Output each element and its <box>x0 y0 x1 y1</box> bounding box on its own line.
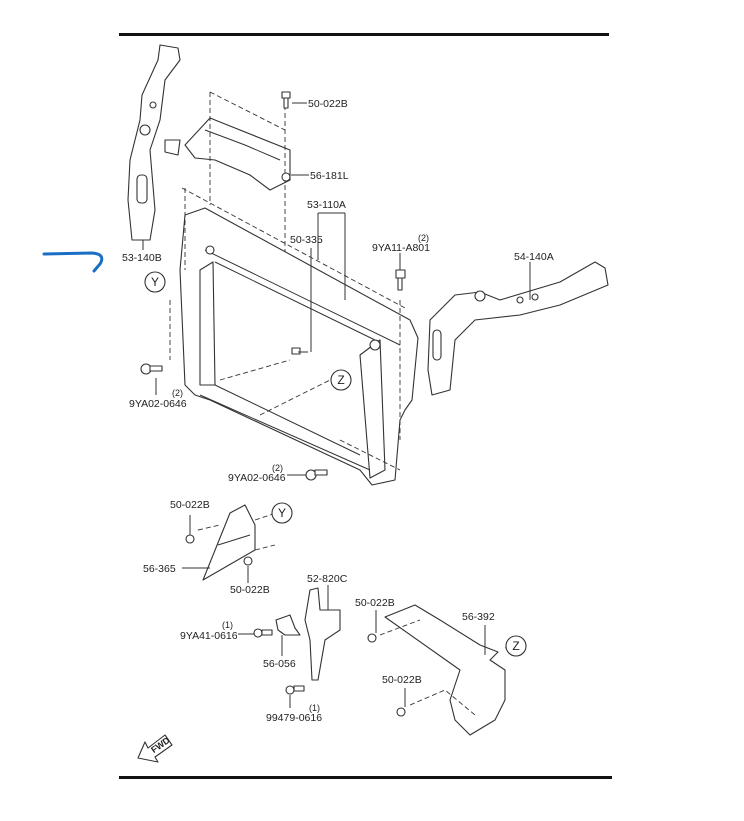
bolt-9ya02-left <box>140 363 163 395</box>
qty-9ya02-0646-left: (2) <box>172 388 183 398</box>
label-56-181l: 56-181L <box>310 170 349 182</box>
label-50-022b-deflector-bottom: 50-022B <box>230 584 270 596</box>
right-member-part <box>427 261 609 396</box>
svg-text:Y: Y <box>151 275 159 289</box>
ref-mark-y-2: Y <box>271 502 293 524</box>
bracket-part <box>304 585 341 681</box>
label-53-140b: 53-140B <box>122 252 162 264</box>
label-52-820c: 52-820C <box>307 573 348 585</box>
label-56-056: 56-056 <box>263 658 296 670</box>
label-99479-0616: 99479-0616 <box>266 712 322 724</box>
left-member-part <box>127 44 181 250</box>
label-50-022b-right-bottom: 50-022B <box>382 674 422 686</box>
label-9ya02-0646-bottom: 9YA02-0646 <box>228 472 286 484</box>
radiator-support-part <box>179 207 419 486</box>
blue-annotation-arrow <box>42 251 104 273</box>
label-50-022b-right-top: 50-022B <box>355 597 395 609</box>
top-rule <box>119 33 609 36</box>
label-9ya41-0616: 9YA41-0616 <box>180 630 238 642</box>
label-54-140a: 54-140A <box>514 251 554 263</box>
left-deflector-part <box>182 504 256 583</box>
duct-part <box>184 117 291 191</box>
svg-text:Y: Y <box>278 506 286 520</box>
label-56-392: 56-392 <box>462 611 495 623</box>
bolt-9ya11-right <box>395 253 406 291</box>
label-9ya11-a801: 9YA11-A801 <box>372 242 430 254</box>
svg-text:Z: Z <box>512 639 519 653</box>
qty-99479-0616: (1) <box>309 703 320 713</box>
ref-mark-z-2: Z <box>505 635 527 657</box>
small-bracket-part <box>238 614 305 708</box>
svg-text:Z: Z <box>337 373 344 387</box>
label-50-022b-deflector-top: 50-022B <box>170 499 210 511</box>
label-56-365: 56-365 <box>143 563 176 575</box>
ref-mark-y-1: Y <box>144 271 166 293</box>
fwd-arrow-icon: FWD <box>137 734 173 763</box>
bolt-50-022b-top <box>281 91 309 182</box>
label-50-335: 50-335 <box>290 234 323 246</box>
ref-mark-z-1: Z <box>330 369 352 391</box>
label-9ya02-0646-left: 9YA02-0646 <box>129 398 187 410</box>
right-deflector-part <box>367 604 506 736</box>
bolt-9ya02-bottom <box>287 469 328 481</box>
qty-9ya02-0646-bottom: (2) <box>272 463 283 473</box>
label-50-022b-top: 50-022B <box>308 98 348 110</box>
qty-9ya41-0616: (1) <box>222 620 233 630</box>
label-53-110a: 53-110A <box>307 199 346 211</box>
bottom-rule <box>119 776 612 779</box>
qty-9ya11-a801: (2) <box>418 233 429 243</box>
